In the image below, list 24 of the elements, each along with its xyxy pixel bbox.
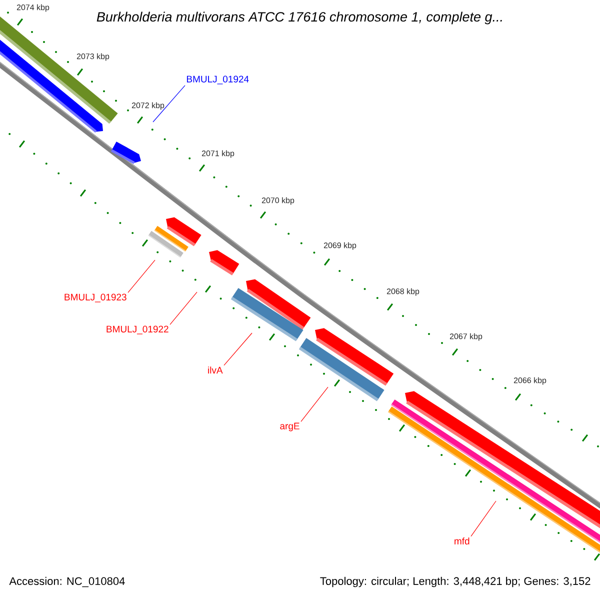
gene-label: BMULJ_01923 (64, 294, 126, 302)
gene-label: mfd (454, 538, 470, 544)
tick-label: 2072 kbp (132, 102, 164, 110)
gene-label: BMULJ_01924 (186, 76, 249, 84)
genome-info-text: Topology: circular; Length: 3,448,421 bp; Genes: 3,152 (320, 576, 590, 588)
leader-line (470, 500, 496, 537)
tick-label: 2074 kbp (16, 4, 50, 12)
tick-label: 2067 kbp (450, 333, 482, 341)
leader-line (224, 332, 252, 366)
leader-line (170, 292, 198, 325)
title: Burkholderia multivorans ATCC 17616 chromosome 1, complete g... (96, 12, 502, 24)
gene-label: ilvA (208, 366, 223, 374)
tick-label: 2070 kbp (262, 197, 294, 205)
gene-label: BMULJ_01922 (106, 326, 168, 334)
leader-line (300, 386, 328, 422)
gene-label: argE (280, 422, 300, 432)
tick-label: 2071 kbp (202, 150, 234, 158)
tick-label: 2073 kbp (76, 53, 110, 61)
tick-label: 2069 kbp (324, 242, 356, 250)
leader-line (152, 85, 186, 122)
tick-label: 2066 kbp (514, 377, 546, 385)
accession-text: Accession: NC_010804 (9, 576, 125, 588)
tick-label: 2068 kbp (386, 288, 420, 296)
leader-line (128, 260, 156, 293)
